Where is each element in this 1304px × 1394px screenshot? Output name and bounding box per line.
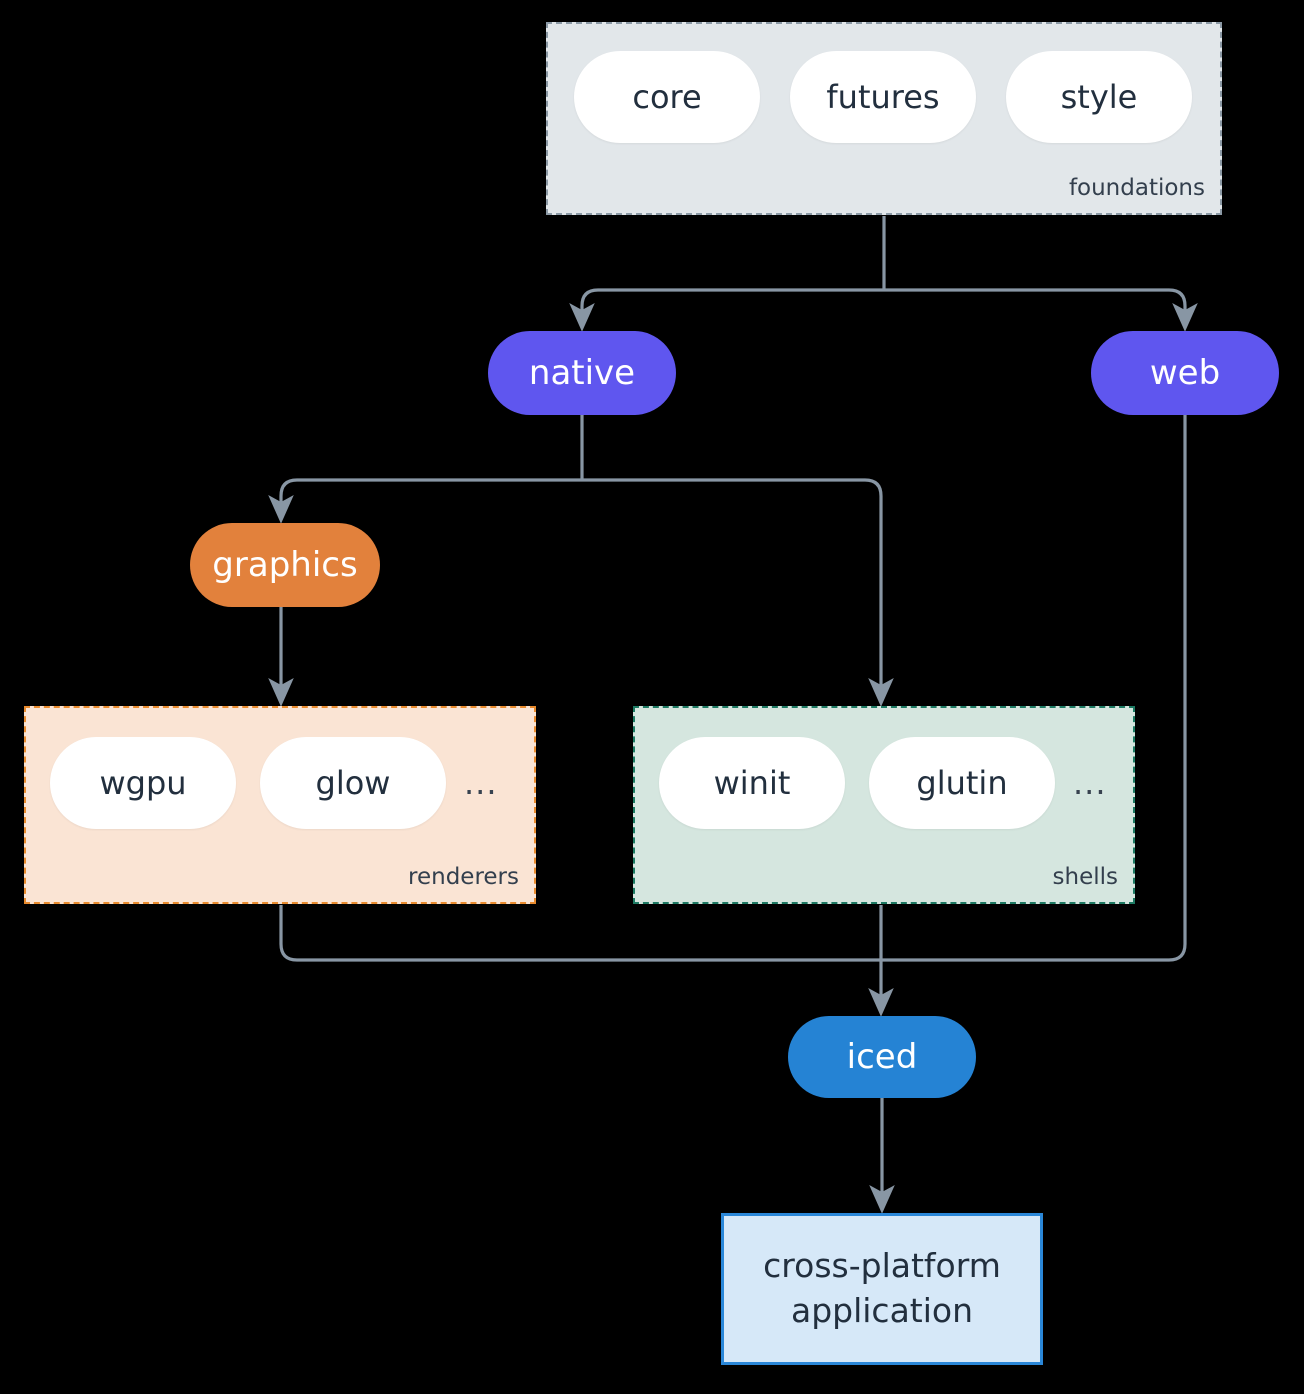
node-futures[interactable]: futures — [790, 51, 976, 143]
node-glow[interactable]: glow — [260, 737, 446, 829]
node-core[interactable]: core — [574, 51, 760, 143]
renderers-more-ellipsis: ... — [464, 764, 498, 802]
edge-foundations-to-native — [569, 288, 884, 332]
cluster-label-foundations: foundations — [1068, 175, 1205, 201]
renderers-items: wgpu glow ... — [50, 737, 498, 829]
node-style[interactable]: style — [1006, 51, 1192, 143]
node-wgpu[interactable]: wgpu — [50, 737, 236, 829]
foundations-items: core futures style — [574, 51, 1192, 143]
app-label-line-2: application — [790, 1291, 974, 1330]
node-graphics[interactable]: graphics — [190, 523, 380, 607]
edge-foundations-to-web — [884, 288, 1198, 332]
cluster-renderers: wgpu glow ... renderers — [24, 706, 536, 904]
node-web[interactable]: web — [1091, 331, 1279, 415]
node-native[interactable]: native — [488, 331, 676, 415]
node-winit[interactable]: winit — [659, 737, 845, 829]
edge-native-to-shells — [582, 478, 894, 707]
shells-items: winit glutin ... — [659, 737, 1107, 829]
node-cross-platform-application[interactable]: cross-platform application — [721, 1213, 1043, 1365]
node-glutin[interactable]: glutin — [869, 737, 1055, 829]
cluster-label-renderers: renderers — [408, 864, 519, 890]
cluster-label-shells: shells — [1052, 864, 1118, 890]
node-iced[interactable]: iced — [788, 1016, 976, 1098]
edge-native-to-graphics — [268, 478, 582, 524]
shells-more-ellipsis: ... — [1073, 764, 1107, 802]
app-label-line-1: cross-platform — [763, 1246, 1001, 1286]
cluster-foundations: core futures style foundations — [546, 22, 1222, 215]
edge-renderers-to-iced — [279, 905, 881, 962]
cluster-shells: winit glutin ... shells — [633, 706, 1135, 904]
